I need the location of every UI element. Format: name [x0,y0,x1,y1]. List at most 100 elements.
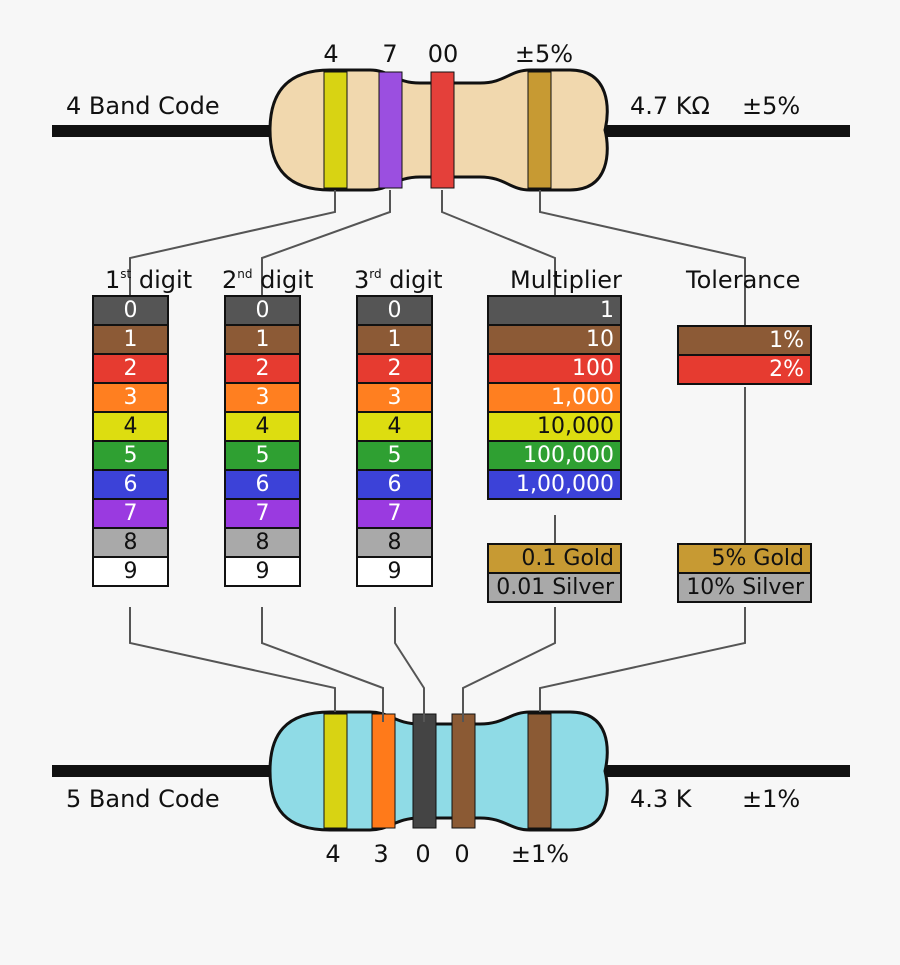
connector-bottom-digit2 [261,607,384,722]
header-third-digit-num: 3 [354,266,370,294]
top-code-label: 4 Band Code [66,92,220,120]
header-third-digit-word: digit [389,266,443,294]
header-first-digit-num: 1 [105,266,121,294]
bottom-band-number-5: ±1% [510,840,570,868]
third-digit-cell: 8 [356,529,433,558]
first-digit-cell: 3 [92,384,169,413]
first-digit-cell: 6 [92,471,169,500]
bottom-value-label: 4.3 K [630,785,692,813]
header-second-digit-sup: nd [237,267,253,281]
top-band-3 [430,71,455,189]
header-multiplier: Multiplier [510,266,622,294]
tolerance-extra-cell: 5% Gold [677,543,812,574]
multiplier-cell: 1,000 [487,384,622,413]
tolerance-extra-cell: 10% Silver [677,574,812,603]
bottom-band-3 [412,713,437,829]
header-second-digit-word: digit [260,266,314,294]
first-digit-cell: 1 [92,326,169,355]
third-digit-cell: 4 [356,413,433,442]
header-second-digit-num: 2 [222,266,238,294]
bottom-resistor-body [268,710,609,832]
connector-top-digit2 [261,190,391,295]
top-lead-right [600,125,850,137]
bottom-lead-left [52,765,282,777]
bottom-band-2 [371,713,396,829]
connector-lines [129,190,746,722]
header-first-digit: 1st digit [105,268,192,292]
header-third-digit: 3rd digit [354,268,442,292]
connector-top-digit1 [129,190,336,295]
third-digit-cell: 2 [356,355,433,384]
bottom-band-number-3: 0 [415,840,431,868]
multiplier-cell: 10 [487,326,622,355]
second-digit-cell: 1 [224,326,301,355]
tolerance-column: 1%2% [677,325,812,385]
header-second-digit: 2nd digit [222,268,313,292]
connector-bottom-multiplier [462,607,556,722]
second-digit-cell: 8 [224,529,301,558]
first-digit-cell: 7 [92,500,169,529]
second-digit-cell: 6 [224,471,301,500]
multiplier-cell: 1 [487,295,622,326]
second-digit-cell: 3 [224,384,301,413]
connector-bottom-digit1 [129,607,336,712]
multiplier-cell: 100,000 [487,442,622,471]
tolerance-cell: 1% [677,325,812,356]
bottom-tolerance-label: ±1% [742,785,801,813]
first-digit-cell: 4 [92,413,169,442]
first-digit-cell: 5 [92,442,169,471]
bottom-lead-right [600,765,850,777]
bottom-band-number-4: 0 [454,840,470,868]
third-digit-cell: 5 [356,442,433,471]
second-digit-cell: 5 [224,442,301,471]
second-digit-cell: 4 [224,413,301,442]
second-digit-cell: 2 [224,355,301,384]
header-first-digit-word: digit [138,266,193,294]
connector-top-tolerance [539,190,746,325]
connector-bottom-digit3 [394,607,425,722]
top-band-4 [527,71,552,189]
first-digit-cell: 2 [92,355,169,384]
multiplier-cell: 10,000 [487,413,622,442]
bottom-band-1 [323,713,348,829]
tolerance-cell: 2% [677,356,812,385]
top-band-2 [378,71,403,189]
bottom-code-label: 5 Band Code [66,785,220,813]
third-digit-cell: 1 [356,326,433,355]
multiplier-extra-cell: 0.1 Gold [487,543,622,574]
third-digit-cell: 7 [356,500,433,529]
second-digit-cell: 0 [224,295,301,326]
header-tolerance: Tolerance [686,266,801,294]
top-band-number-4: ±5% [514,40,574,68]
top-band-number-1: 4 [323,40,339,68]
top-band-number-2: 7 [382,40,398,68]
top-tolerance-label: ±5% [742,92,801,120]
top-band-number-3: 00 [427,40,459,68]
bottom-band-number-1: 4 [325,840,341,868]
bottom-band-5 [527,713,552,829]
third-digit-cell: 6 [356,471,433,500]
header-third-digit-sup: rd [369,267,382,281]
second-digit-cell: 7 [224,500,301,529]
first-digit-cell: 9 [92,558,169,587]
first-digit-cell: 0 [92,295,169,326]
connector-bottom-tolerance [539,607,746,712]
top-value-label: 4.7 KΩ [630,92,710,120]
multiplier-cell: 100 [487,355,622,384]
header-first-digit-sup: st [120,267,132,281]
bottom-band-4 [451,713,476,829]
top-lead-left [52,125,282,137]
top-band-1 [323,71,348,189]
multiplier-extra-cell: 0.01 Silver [487,574,622,603]
third-digit-cell: 0 [356,295,433,326]
third-digit-cell: 3 [356,384,433,413]
third-digit-cell: 9 [356,558,433,587]
second-digit-cell: 9 [224,558,301,587]
